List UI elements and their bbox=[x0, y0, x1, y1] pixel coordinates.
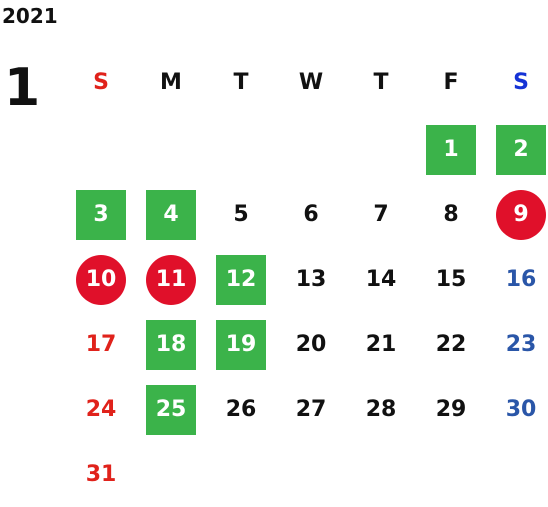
weekday-label: M bbox=[160, 69, 182, 95]
day-number: 13 bbox=[295, 267, 327, 292]
day-number: 22 bbox=[435, 332, 467, 357]
day-cell[interactable]: 18 bbox=[136, 313, 206, 377]
weekday-header: S bbox=[486, 50, 548, 114]
day-cell[interactable]: 7 bbox=[346, 183, 416, 247]
day-cell[interactable]: 1 bbox=[416, 118, 486, 182]
day-number: 2 bbox=[496, 125, 546, 175]
day-cell[interactable]: 9 bbox=[486, 183, 548, 247]
day-cell[interactable]: 30 bbox=[486, 378, 548, 442]
day-number: 8 bbox=[443, 202, 459, 227]
day-cell[interactable]: 12 bbox=[206, 248, 276, 312]
day-cell[interactable]: 15 bbox=[416, 248, 486, 312]
day-cell[interactable]: 24 bbox=[66, 378, 136, 442]
day-number: 29 bbox=[435, 397, 467, 422]
day-number: 20 bbox=[295, 332, 327, 357]
day-cell[interactable]: 16 bbox=[486, 248, 548, 312]
day-cell[interactable]: 13 bbox=[276, 248, 346, 312]
weekday-header: W bbox=[276, 50, 346, 114]
day-cell[interactable]: 6 bbox=[276, 183, 346, 247]
day-cell[interactable]: 31 bbox=[66, 443, 136, 507]
day-number: 31 bbox=[85, 462, 117, 487]
day-number: 28 bbox=[365, 397, 397, 422]
day-number: 9 bbox=[496, 190, 546, 240]
weekday-header: S bbox=[66, 50, 136, 114]
day-number: 17 bbox=[85, 332, 117, 357]
weekday-header: T bbox=[346, 50, 416, 114]
day-number: 25 bbox=[146, 385, 196, 435]
calendar-year: 2021 bbox=[2, 4, 58, 28]
day-cell[interactable]: 2 bbox=[486, 118, 548, 182]
day-number: 30 bbox=[505, 397, 537, 422]
day-cell[interactable]: 25 bbox=[136, 378, 206, 442]
day-cell[interactable]: 17 bbox=[66, 313, 136, 377]
day-number: 15 bbox=[435, 267, 467, 292]
day-cell[interactable]: 11 bbox=[136, 248, 206, 312]
day-number: 16 bbox=[505, 267, 537, 292]
day-cell[interactable]: 8 bbox=[416, 183, 486, 247]
day-number: 3 bbox=[76, 190, 126, 240]
weekday-label: T bbox=[233, 69, 249, 95]
day-cell[interactable]: 28 bbox=[346, 378, 416, 442]
day-cell[interactable]: 10 bbox=[66, 248, 136, 312]
day-number: 19 bbox=[216, 320, 266, 370]
weekday-label: S bbox=[93, 69, 109, 95]
weekday-label: S bbox=[513, 69, 529, 95]
day-number: 18 bbox=[146, 320, 196, 370]
day-number: 6 bbox=[303, 202, 319, 227]
day-number: 7 bbox=[373, 202, 389, 227]
day-cell[interactable]: 4 bbox=[136, 183, 206, 247]
day-number: 12 bbox=[216, 255, 266, 305]
day-number: 10 bbox=[76, 255, 126, 305]
day-cell[interactable]: 27 bbox=[276, 378, 346, 442]
day-cell[interactable]: 26 bbox=[206, 378, 276, 442]
day-number: 14 bbox=[365, 267, 397, 292]
weekday-header: M bbox=[136, 50, 206, 114]
day-number: 24 bbox=[85, 397, 117, 422]
day-number: 21 bbox=[365, 332, 397, 357]
day-number: 26 bbox=[225, 397, 257, 422]
day-cell[interactable]: 20 bbox=[276, 313, 346, 377]
day-number: 23 bbox=[505, 332, 537, 357]
day-number: 1 bbox=[426, 125, 476, 175]
weekday-header: T bbox=[206, 50, 276, 114]
day-number: 5 bbox=[233, 202, 249, 227]
day-cell[interactable]: 22 bbox=[416, 313, 486, 377]
day-cell[interactable]: 19 bbox=[206, 313, 276, 377]
day-number: 11 bbox=[146, 255, 196, 305]
day-cell[interactable]: 14 bbox=[346, 248, 416, 312]
weekday-label: W bbox=[298, 69, 324, 95]
weekday-label: F bbox=[443, 69, 459, 95]
day-cell[interactable]: 23 bbox=[486, 313, 548, 377]
weekday-header: F bbox=[416, 50, 486, 114]
day-cell[interactable]: 5 bbox=[206, 183, 276, 247]
day-number: 27 bbox=[295, 397, 327, 422]
calendar-month: 1 bbox=[4, 58, 41, 118]
weekday-label: T bbox=[373, 69, 389, 95]
day-cell[interactable]: 21 bbox=[346, 313, 416, 377]
day-number: 4 bbox=[146, 190, 196, 240]
day-cell[interactable]: 29 bbox=[416, 378, 486, 442]
day-cell[interactable]: 3 bbox=[66, 183, 136, 247]
